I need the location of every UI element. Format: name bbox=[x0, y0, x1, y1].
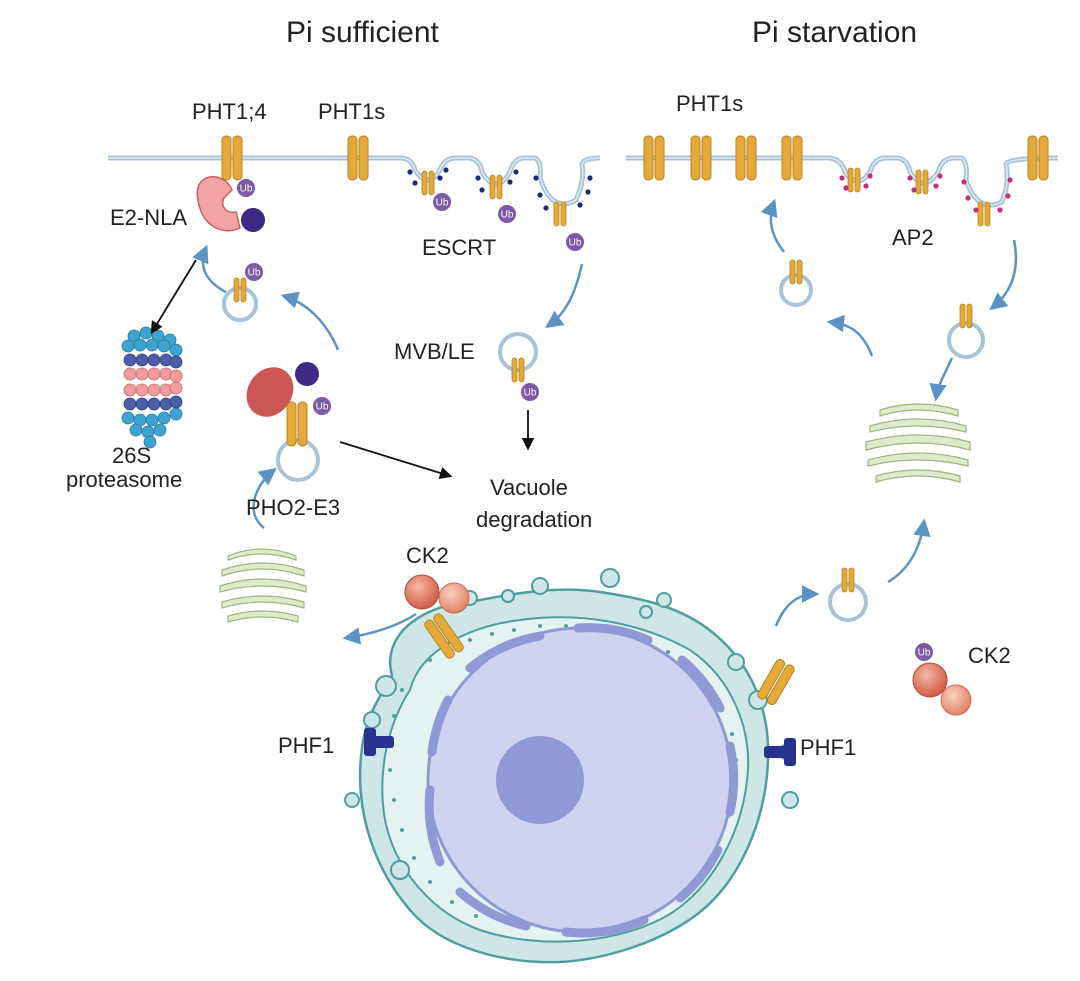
title-pi-starvation: Pi starvation bbox=[752, 16, 918, 49]
label-mvb-le: MVB/LE bbox=[394, 339, 475, 364]
label-escrt: ESCRT bbox=[422, 235, 497, 260]
er-transporter-right bbox=[755, 657, 797, 707]
ck2-right-complex: Ub bbox=[912, 643, 972, 716]
label-degradation: degradation bbox=[476, 507, 593, 532]
label-pht1-4: PHT1;4 bbox=[192, 99, 267, 124]
pathway-arrows bbox=[192, 198, 1018, 645]
ap2-invaginations bbox=[839, 167, 1013, 227]
svg-text:Ub: Ub bbox=[524, 388, 537, 399]
vesicles-right bbox=[779, 259, 985, 622]
svg-text:Ub: Ub bbox=[240, 184, 253, 195]
svg-text:Ub: Ub bbox=[501, 210, 514, 221]
label-e2-nla: E2-NLA bbox=[110, 205, 188, 230]
e2-nla-complex: Ub bbox=[196, 176, 265, 232]
svg-text:Ub: Ub bbox=[918, 648, 931, 659]
label-pht1s-left: PHT1s bbox=[318, 99, 386, 124]
pho2-e3-complex: Ub bbox=[246, 362, 331, 482]
golgi-left bbox=[219, 548, 307, 623]
phf1-right bbox=[764, 738, 796, 766]
golgi-right bbox=[865, 403, 971, 483]
mvb-le-vesicle: Ub bbox=[498, 332, 539, 401]
label-ap2: AP2 bbox=[892, 225, 934, 250]
label-phf1-right: PHF1 bbox=[800, 735, 857, 760]
degradation-arrows bbox=[150, 259, 535, 480]
label-ck2-left: CK2 bbox=[406, 543, 449, 568]
title-pi-sufficient: Pi sufficient bbox=[286, 16, 439, 49]
label-pho2-e3: PHO2-E3 bbox=[246, 495, 341, 520]
label-vacuole: Vacuole bbox=[490, 475, 568, 500]
ub-vesicle-left: Ub bbox=[222, 263, 263, 322]
label-pht1s-right: PHT1s bbox=[676, 91, 744, 116]
svg-text:Ub: Ub bbox=[316, 402, 329, 413]
svg-text:Ub: Ub bbox=[248, 268, 261, 279]
ck2-left-complex bbox=[404, 574, 470, 661]
label-ck2-right: CK2 bbox=[968, 643, 1011, 668]
svg-text:Ub: Ub bbox=[569, 238, 582, 249]
label-proteasome: proteasome bbox=[66, 467, 183, 492]
label-phf1-left: PHF1 bbox=[278, 733, 335, 758]
nucleus bbox=[424, 623, 739, 938]
svg-text:Ub: Ub bbox=[436, 198, 449, 209]
escrt-invaginations: Ub Ub Ub bbox=[407, 167, 593, 251]
proteasome-26s bbox=[121, 326, 183, 449]
phf1-left bbox=[364, 728, 394, 756]
label-26s: 26S bbox=[112, 443, 152, 468]
